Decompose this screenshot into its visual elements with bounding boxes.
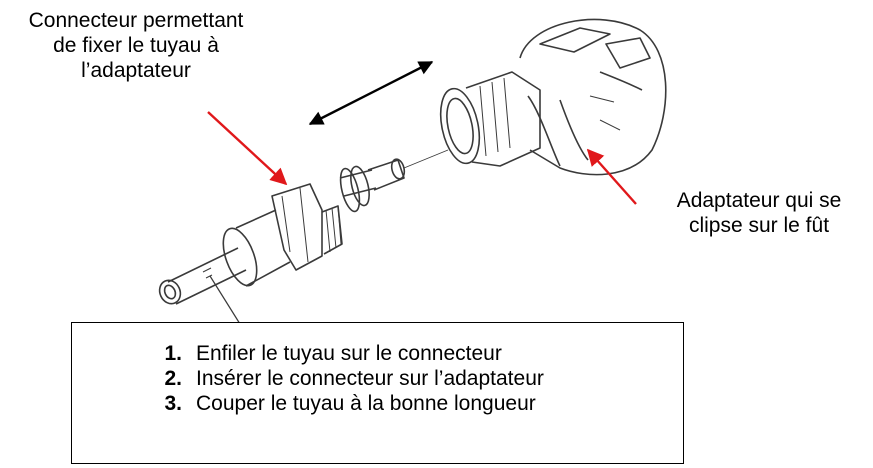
step-text: Insérer le connecteur sur l’adaptateur <box>196 367 544 390</box>
step-item: 2. Insérer le connecteur sur l’adaptateur <box>146 366 544 391</box>
hose-sketch <box>156 150 448 307</box>
step-text: Enfiler le tuyau sur le connecteur <box>196 342 502 365</box>
connector-label-line: de fixer le tuyau à <box>0 33 272 58</box>
adapter-label-line: clipse sur le fût <box>646 213 872 238</box>
step-number: 2. <box>146 366 182 391</box>
step-item: 1. Enfiler le tuyau sur le connecteur <box>146 341 544 366</box>
adapter-label-line: Adaptateur qui se <box>646 188 872 213</box>
connector-label-line: Connecteur permettant <box>0 8 272 33</box>
adapter-callout-arrow <box>588 150 636 204</box>
step-item: 3. Couper le tuyau à la bonne longueur <box>146 391 544 416</box>
connector-label-line: l’adaptateur <box>0 58 272 83</box>
connector-label: Connecteur permettant de fixer le tuyau … <box>0 8 272 83</box>
adapter-sketch <box>434 19 665 174</box>
direction-arrow <box>310 62 432 124</box>
adapter-label: Adaptateur qui se clipse sur le fût <box>646 188 872 238</box>
step-number: 3. <box>146 391 182 416</box>
steps-box: 1. Enfiler le tuyau sur le connecteur 2. I… <box>71 322 684 464</box>
hose-leader-line <box>210 276 240 324</box>
steps-list: 1. Enfiler le tuyau sur le connecteur 2. I… <box>146 341 544 416</box>
connector-callout-arrow <box>208 112 286 184</box>
step-text: Couper le tuyau à la bonne longueur <box>196 392 536 415</box>
step-number: 1. <box>146 341 182 366</box>
